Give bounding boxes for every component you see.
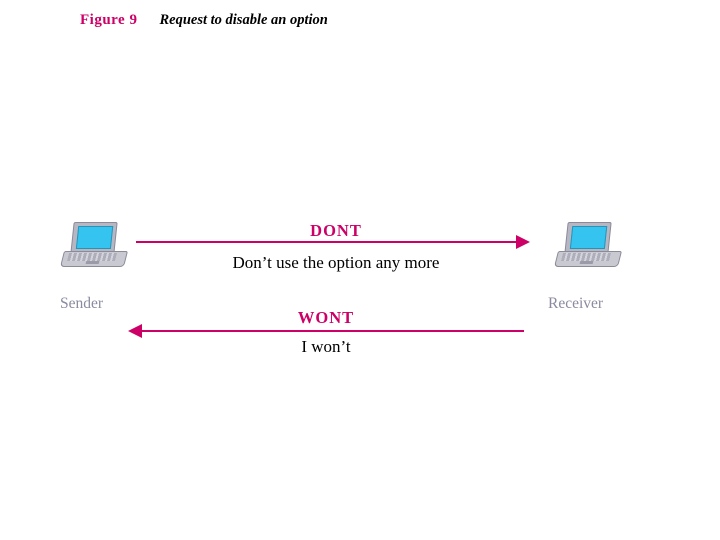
laptop-icon-sender (60, 222, 128, 270)
laptop-icon-receiver (554, 222, 622, 270)
message-text-dont: Don’t use the option any more (232, 253, 440, 272)
arrow-line-wont (136, 330, 524, 332)
laptop-trackpad (85, 261, 100, 264)
laptop-display (569, 226, 608, 249)
arrow-head-right-icon (516, 235, 530, 249)
arrow-line-dont (136, 241, 516, 243)
laptop-screen (564, 222, 612, 254)
message-code-wont: WONT (297, 308, 355, 327)
laptop-keyboard (67, 253, 117, 261)
laptop-keyboard (561, 253, 611, 261)
laptop-trackpad (579, 261, 594, 264)
laptop-screen (70, 222, 118, 254)
arrow-head-left-icon (128, 324, 142, 338)
sender-label: Sender (60, 295, 104, 312)
figure-caption: Request to disable an option (159, 12, 328, 28)
message-text-wont: I won’t (301, 337, 351, 356)
receiver-label: Receiver (548, 295, 604, 312)
laptop-display (75, 226, 114, 249)
figure-title: Figure 9 Request to disable an option (80, 12, 328, 29)
figure-label: Figure 9 (80, 12, 138, 28)
message-code-dont: DONT (310, 221, 362, 240)
